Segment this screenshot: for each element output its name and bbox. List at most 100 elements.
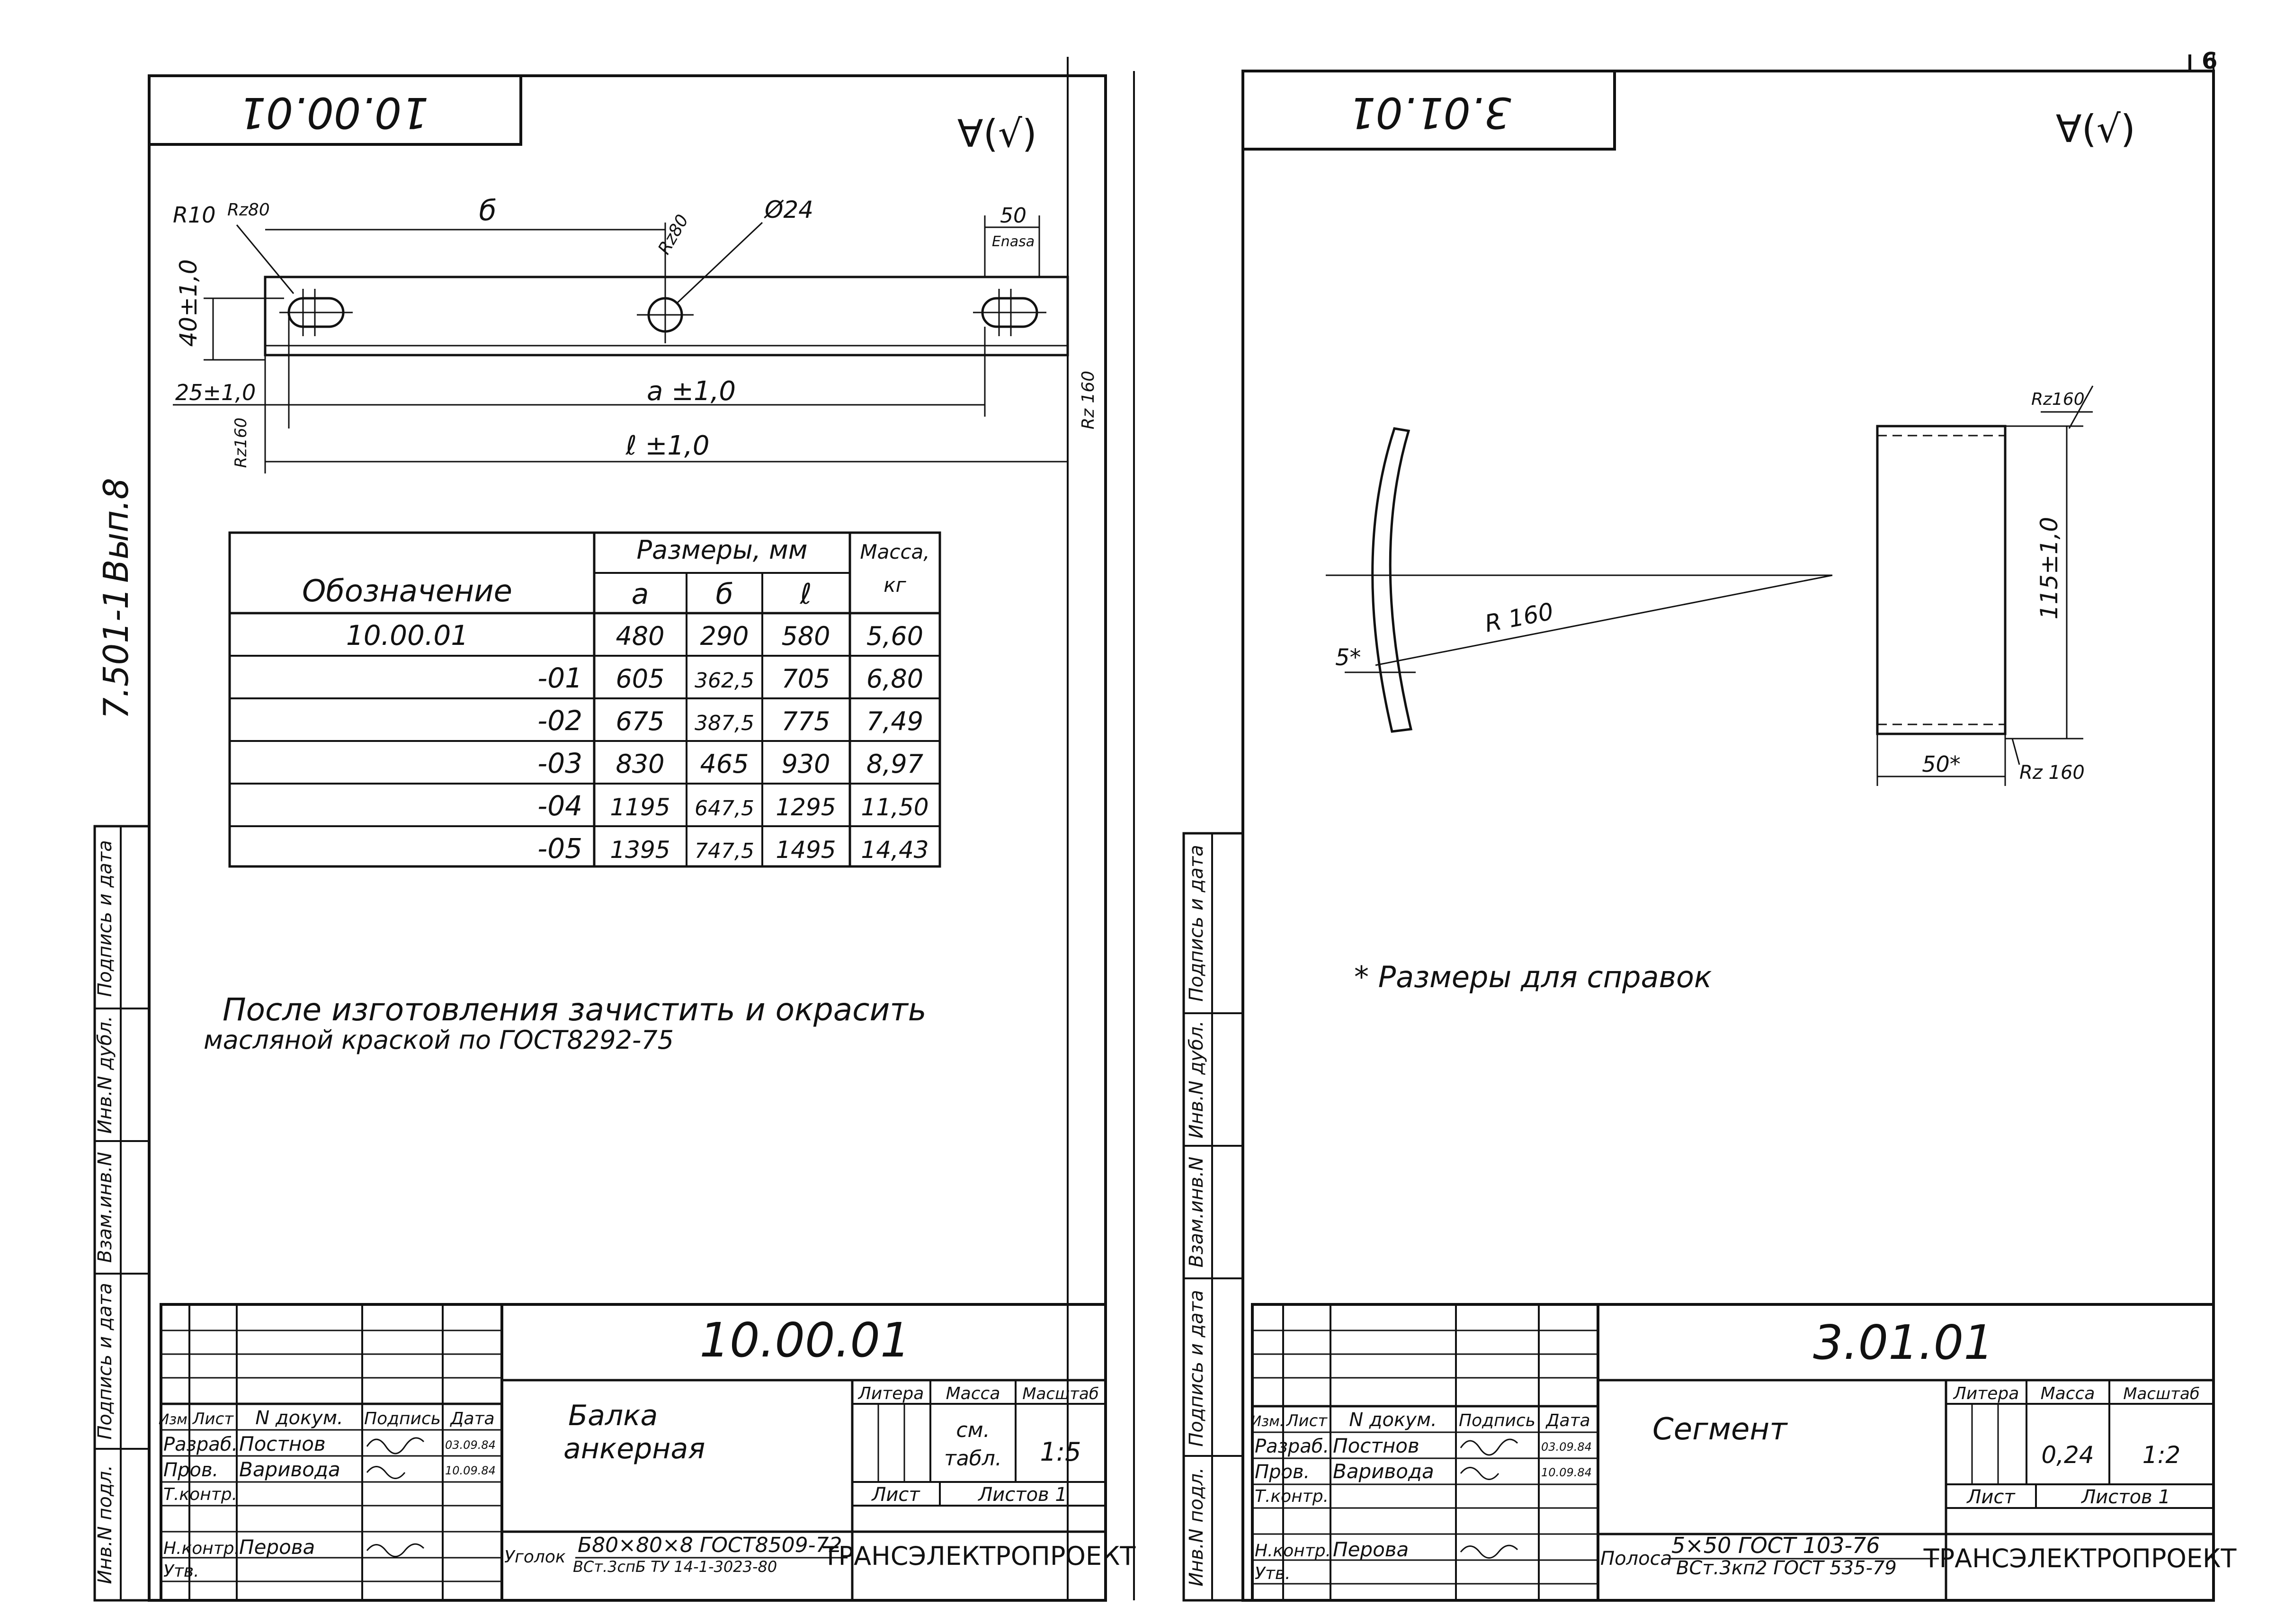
sig-nkontr-name: Перова xyxy=(1333,1538,1409,1561)
series-code: 7.501-1 xyxy=(96,588,136,719)
table-cell-l: 930 xyxy=(781,749,830,779)
left-org: ТРАНСЭЛЕКТРОПРОЕКТ xyxy=(822,1541,1136,1571)
left-stamp-podp-data-2: Подпись и дата xyxy=(94,840,116,997)
left-note-line2: масляной краской по ГОСТ8292-75 xyxy=(204,1025,674,1055)
table-row-code: -01 xyxy=(537,662,582,694)
segment-drawing: R 160 5* xyxy=(1326,427,1833,733)
sig-tkontr: Т.контр. xyxy=(163,1485,237,1504)
sig-razrab-name: Постнов xyxy=(1333,1434,1419,1457)
table-col-a: a xyxy=(632,578,649,611)
dim-l: ℓ ±1,0 xyxy=(625,430,710,461)
dim-d24: Ø24 xyxy=(764,196,813,223)
left-scale: Масштаб xyxy=(1022,1384,1099,1403)
right-litera: Литера xyxy=(1953,1384,2019,1403)
right-side-stamp: Инв.N подл. Подпись и дата Взам.инв.N Ин… xyxy=(1182,832,1244,1602)
table-cell-l: 775 xyxy=(781,706,830,736)
sig-nkontr: Н.контр. xyxy=(163,1539,240,1558)
right-stamp-vzam-inv: Взам.инв.N xyxy=(1186,1157,1207,1267)
sig-tkontr: Т.контр. xyxy=(1255,1487,1329,1506)
right-scale-value: 1:2 xyxy=(2142,1441,2180,1469)
table-col-l: ℓ xyxy=(800,578,812,611)
table-row-code: -04 xyxy=(537,790,582,822)
right-stamp-podp-data-1: Подпись и дата xyxy=(1186,1290,1207,1446)
sig-prov-date: 10.09.84 xyxy=(445,1464,496,1477)
sig-head-izm: Изм. xyxy=(1251,1413,1285,1430)
sig-prov-date: 10.09.84 xyxy=(1541,1466,1592,1479)
sizes-table: Обозначение Размеры, мм Масса, кг a б ℓ … xyxy=(228,531,941,868)
table-cell-a: 1195 xyxy=(610,794,670,821)
right-scale: Масштаб xyxy=(2123,1384,2200,1403)
sig-head-list: Лист xyxy=(192,1410,234,1428)
sig-razrab-date: 03.09.84 xyxy=(445,1438,496,1452)
right-material-line2: ВСт.3кп2 ГОСТ 535-79 xyxy=(1676,1557,1897,1579)
table-row-code: -02 xyxy=(537,705,582,737)
table-head-sizes: Размеры, мм xyxy=(636,535,807,565)
table-cell-a: 675 xyxy=(616,706,664,736)
right-mass: Масса xyxy=(2041,1384,2095,1403)
left-mass-value-1: см. xyxy=(956,1418,990,1442)
issue-label: Вып.8 xyxy=(96,478,136,583)
dim-r10: R10 xyxy=(173,202,216,228)
table-cell-mass: 5,60 xyxy=(866,621,923,651)
table-cell-a: 480 xyxy=(616,621,664,651)
sig-utv: Утв. xyxy=(163,1562,199,1581)
right-doc-code: 3.01.01 xyxy=(1813,1315,1994,1370)
dim-rz160-right: Rz 160 xyxy=(1079,371,1098,429)
dim-off25: 25±1,0 xyxy=(175,380,256,405)
left-rotated-code: 10.00.01 xyxy=(239,88,429,137)
right-sheet: 3.01.01 ∀(√) Инв.N подл. Подпись и дата … xyxy=(1182,54,2237,1602)
left-part-name-1: Балка xyxy=(568,1399,658,1432)
table-head-designation: Обозначение xyxy=(302,574,512,609)
table-cell-mass: 14,43 xyxy=(861,836,928,864)
sig-razrab-name: Постнов xyxy=(239,1432,326,1455)
left-title-block: Изм. Лист N докум. Подпись Дата Разраб. … xyxy=(159,1303,1136,1602)
dim-rz160-top: Rz160 xyxy=(2031,390,2085,409)
sig-prov-name: Варивода xyxy=(1333,1460,1434,1483)
dim-a: a ±1,0 xyxy=(647,376,736,407)
table-head-mass: Масса, xyxy=(860,540,929,563)
dim-slot: Enasa xyxy=(992,233,1035,250)
sig-prov-name: Варивода xyxy=(239,1458,340,1481)
left-scale-value: 1:5 xyxy=(1040,1437,1081,1467)
left-material-line2: ВСт.3спБ ТУ 14-1-3023-80 xyxy=(573,1558,777,1576)
sig-head-list: Лист xyxy=(1285,1411,1328,1430)
sig-head-date: Дата xyxy=(1545,1411,1590,1430)
left-doc-code: 10.00.01 xyxy=(699,1312,910,1368)
right-stamp-inv-podl: Инв.N подл. xyxy=(1186,1467,1207,1587)
table-cell-b: 465 xyxy=(700,749,749,779)
sig-head-sign: Подпись xyxy=(364,1409,441,1428)
sig-utv: Утв. xyxy=(1255,1564,1291,1583)
table-row-code: -03 xyxy=(537,747,582,779)
left-stamp-podp-data-1: Подпись и дата xyxy=(94,1283,116,1439)
sig-razrab: Разраб. xyxy=(1255,1436,1329,1457)
dim-rz160-left: Rz160 xyxy=(232,418,250,468)
right-title-block: Изм. Лист N докум. Подпись Дата Разраб. … xyxy=(1251,1303,2237,1602)
table-cell-l: 705 xyxy=(781,664,830,694)
table-col-b: б xyxy=(715,578,733,611)
table-cell-b: 362,5 xyxy=(695,669,754,693)
table-cell-mass: 11,50 xyxy=(861,794,928,821)
table-cell-l: 580 xyxy=(781,621,830,651)
right-stamp-inv-dubl: Инв.N дубл. xyxy=(1186,1020,1207,1138)
right-material-line1: 5×50 ГОСТ 103-76 xyxy=(1671,1533,1880,1558)
left-material-prefix: Уголок xyxy=(504,1547,566,1567)
table-row-code: 10.00.01 xyxy=(346,619,468,651)
right-rotated-code: 3.01.01 xyxy=(1348,88,1511,137)
table-cell-mass: 8,97 xyxy=(866,749,923,779)
left-mass-value-2: табл. xyxy=(944,1446,1002,1471)
dim-angle: 5* xyxy=(1335,644,1361,671)
table-cell-b: 387,5 xyxy=(695,711,754,735)
sig-head-ndoc: N докум. xyxy=(1349,1409,1437,1431)
sig-head-sign: Подпись xyxy=(1459,1411,1535,1430)
left-mass: Масса xyxy=(946,1384,1000,1403)
table-cell-l: 1495 xyxy=(776,836,836,864)
left-stamp-vzam-inv: Взам.инв.N xyxy=(94,1152,116,1263)
sig-nkontr: Н.контр. xyxy=(1255,1541,1331,1561)
sig-prov: Пров. xyxy=(1255,1461,1310,1483)
left-litera: Литера xyxy=(857,1384,924,1403)
sig-head-izm: Изм. xyxy=(159,1411,192,1428)
sig-prov: Пров. xyxy=(163,1459,218,1481)
sig-razrab: Разраб. xyxy=(163,1434,238,1455)
right-sheet-label: Лист xyxy=(1966,1486,2016,1508)
